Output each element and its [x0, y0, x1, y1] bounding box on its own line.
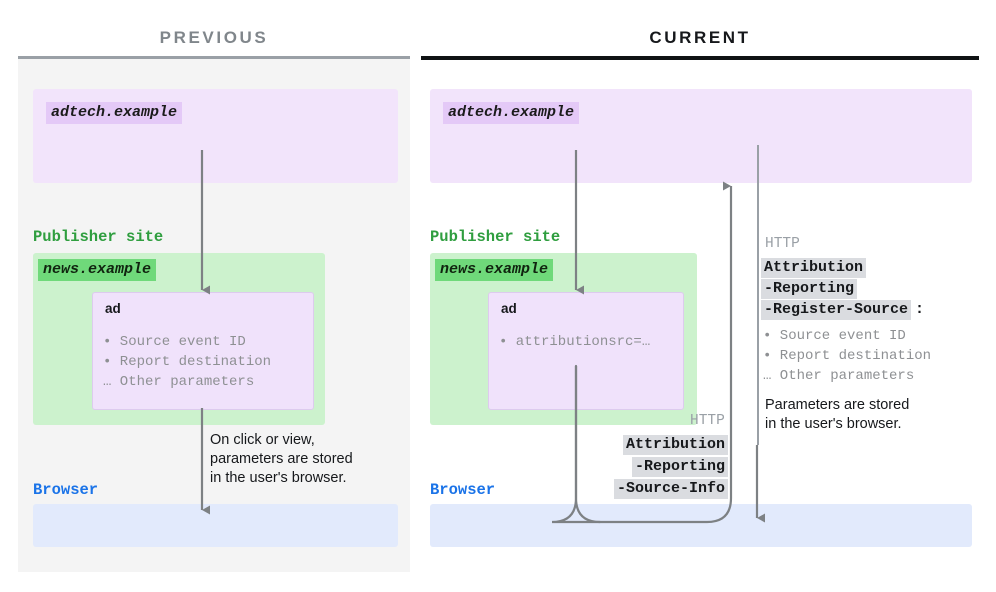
previous-browser-region	[33, 504, 398, 547]
previous-publisher-label: Publisher site	[33, 228, 164, 246]
response-header-token-3: -Register-Source	[761, 300, 912, 320]
response-header-colon: :	[915, 301, 925, 318]
response-header-token-1: Attribution	[761, 258, 867, 278]
current-publisher-label: Publisher site	[430, 228, 561, 246]
previous-adtech-chip: adtech.example	[46, 102, 183, 125]
previous-browser-label: Browser	[33, 481, 99, 499]
response-header-line-2: -Reporting	[761, 278, 858, 299]
column-title-previous: PREVIOUS	[159, 28, 269, 47]
response-header-line-3: -Register-Source:	[761, 299, 924, 320]
divider-current	[421, 56, 979, 60]
request-header-line-1: Attribution	[480, 434, 728, 455]
current-browser-region	[430, 504, 972, 547]
column-title-current: CURRENT	[649, 28, 751, 47]
current-adtech-chip: adtech.example	[443, 102, 580, 125]
request-header-token-1: Attribution	[622, 435, 728, 455]
response-callout-rule	[757, 145, 759, 445]
current-browser-label: Browser	[430, 481, 496, 499]
previous-ad-params: • Source event ID • Report destination ……	[103, 334, 272, 390]
response-header-token-2: -Reporting	[761, 279, 858, 299]
current-ad-params: • attributionsrc=…	[499, 334, 651, 350]
request-header-token-2: -Reporting	[631, 457, 728, 477]
request-header-token-3: -Source-Info	[613, 479, 728, 499]
previous-note: On click or view, parameters are stored …	[210, 432, 353, 486]
response-header-line-1: Attribution	[761, 257, 867, 278]
request-header-line-2: -Reporting	[480, 456, 728, 477]
response-http-protocol: HTTP	[765, 236, 800, 252]
request-http-protocol: HTTP	[690, 413, 725, 429]
previous-news-chip: news.example	[38, 259, 157, 282]
current-note: Parameters are stored in the user's brow…	[765, 397, 910, 432]
previous-ad-title: ad	[105, 301, 121, 316]
response-header-params: • Source event ID • Report destination ……	[763, 328, 932, 384]
request-header-line-3: -Source-Info	[480, 478, 728, 499]
divider-previous	[18, 56, 410, 59]
current-news-chip: news.example	[435, 259, 554, 282]
current-ad-title: ad	[501, 301, 517, 316]
